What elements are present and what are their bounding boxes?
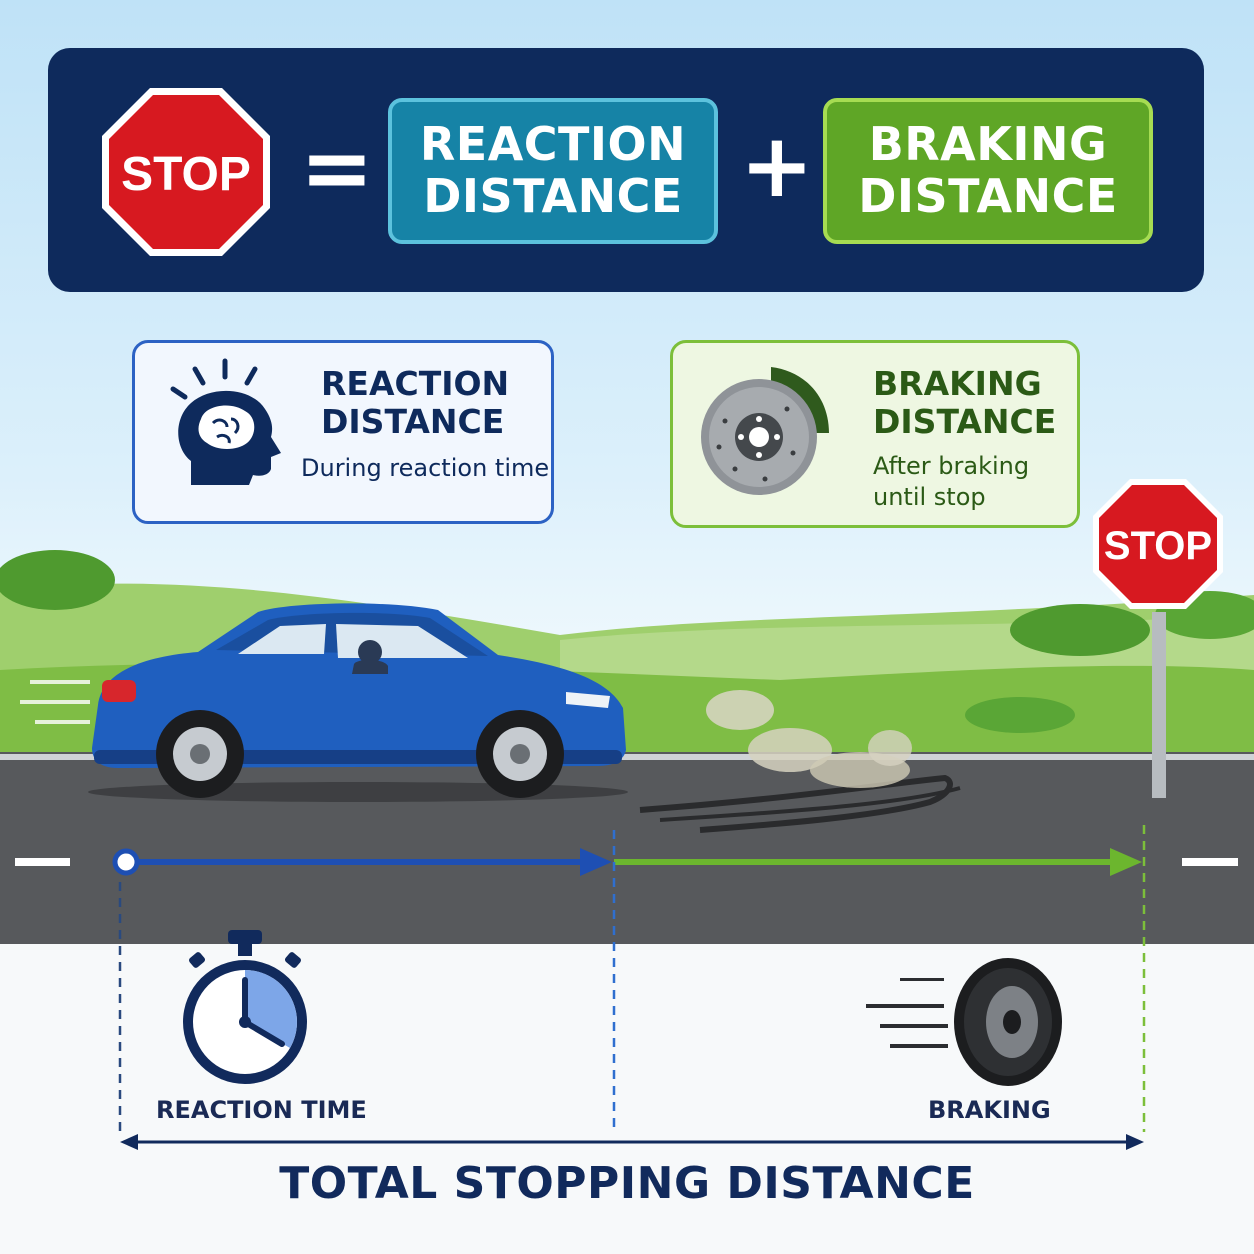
equals-sign: = <box>300 116 374 219</box>
reaction-box-line1: REACTION <box>419 117 687 172</box>
plus-sign: + <box>740 114 814 217</box>
reaction-distance-box: REACTION DISTANCE <box>388 98 718 244</box>
reaction-card-title-line2: DISTANCE <box>321 401 505 441</box>
reaction-card-title-line1: REACTION <box>321 364 510 403</box>
equation-banner: STOP = REACTION DISTANCE + BRAKING DISTA… <box>48 48 1204 292</box>
braking-card-subtitle-line1: After braking <box>873 452 1030 480</box>
reaction-box-line2: DISTANCE <box>423 169 683 223</box>
stopwatch-icon <box>183 930 307 1084</box>
braking-card-title: BRAKING DISTANCE <box>873 365 1056 441</box>
braking-box-line2: DISTANCE <box>858 169 1118 223</box>
equation-stop-text: STOP <box>121 148 251 201</box>
reaction-distance-card: REACTION DISTANCE During reaction time <box>132 340 554 524</box>
reaction-card-title: REACTION DISTANCE <box>321 365 509 441</box>
braking-card-title-line1: BRAKING <box>873 364 1042 403</box>
reaction-time-label: REACTION TIME <box>156 1096 367 1124</box>
braking-box-line1: BRAKING <box>868 117 1108 172</box>
head-brain-icon <box>170 358 281 485</box>
braking-distance-card: BRAKING DISTANCE After braking until sto… <box>670 340 1080 528</box>
braking-label: BRAKING <box>928 1096 1051 1124</box>
brake-disc-icon <box>701 367 829 495</box>
braking-card-title-line2: DISTANCE <box>873 401 1057 441</box>
road-stop-sign-icon: STOP <box>1093 479 1223 609</box>
road-stop-text: STOP <box>1104 524 1212 568</box>
braking-card-subtitle: After braking until stop <box>873 451 1029 513</box>
car-illustration <box>88 603 628 802</box>
distance-arrows <box>112 825 1146 1150</box>
stop-sign-icon: STOP <box>102 88 270 256</box>
reaction-card-subtitle: During reaction time <box>301 454 550 482</box>
tire-icon <box>866 958 1062 1086</box>
total-stopping-distance-label: TOTAL STOPPING DISTANCE <box>279 1158 975 1209</box>
braking-distance-box: BRAKING DISTANCE <box>823 98 1153 244</box>
braking-card-subtitle-line2: until stop <box>873 483 986 512</box>
